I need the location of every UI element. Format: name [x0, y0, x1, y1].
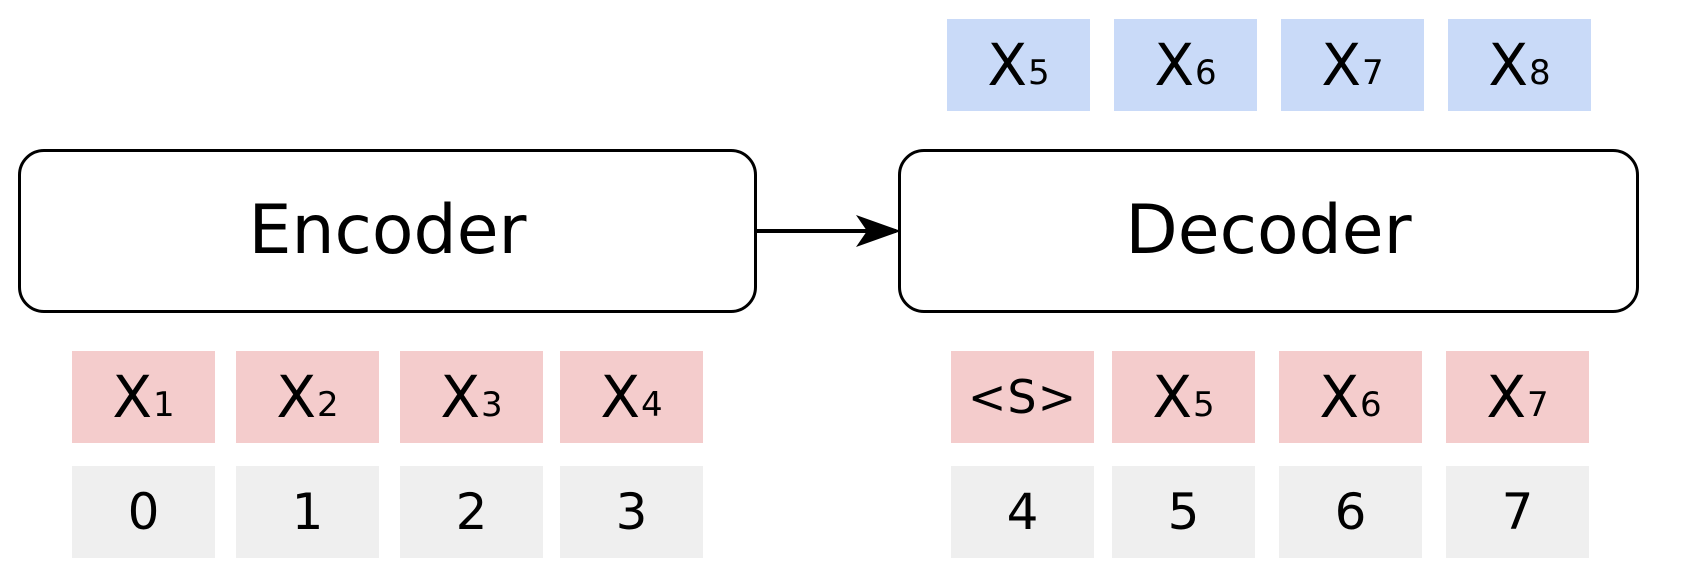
token-base: X [440, 363, 481, 431]
token-base: X [1486, 363, 1527, 431]
position-index: 7 [1446, 466, 1589, 558]
token-base: X [987, 31, 1028, 99]
token-subscript: 7 [1527, 385, 1549, 425]
token-subscript: 3 [481, 385, 503, 425]
position-index: 5 [1112, 466, 1255, 558]
position-index: 2 [400, 466, 543, 558]
token-base: X [1154, 31, 1195, 99]
token-base: X [276, 363, 317, 431]
position-index: 6 [1279, 466, 1422, 558]
encoder-to-decoder-arrow [756, 215, 901, 247]
position-index: 0 [72, 466, 215, 558]
position-row: 0 1 2 3 4 5 6 7 [0, 466, 1688, 558]
decoder-label: Decoder [1125, 191, 1412, 270]
token-subscript: 6 [1195, 53, 1217, 93]
token-subscript: 5 [1028, 53, 1050, 93]
token-subscript: 5 [1193, 385, 1215, 425]
encoder-block: Encoder [18, 149, 757, 313]
token-subscript: 2 [317, 385, 339, 425]
start-token: <S> [951, 351, 1094, 443]
token-subscript: 4 [641, 385, 663, 425]
token-subscript: 8 [1529, 53, 1551, 93]
token-base: X [1152, 363, 1193, 431]
position-index: 3 [560, 466, 703, 558]
token-subscript: 6 [1360, 385, 1382, 425]
token-base: X [1319, 363, 1360, 431]
token-base: X [1321, 31, 1362, 99]
encoder-label: Encoder [248, 191, 527, 270]
decoder-block: Decoder [898, 149, 1639, 313]
position-index: 1 [236, 466, 379, 558]
position-index: 4 [951, 466, 1094, 558]
token-base: X [112, 363, 153, 431]
token-subscript: 1 [153, 385, 175, 425]
token-subscript: 7 [1362, 53, 1384, 93]
token-base: X [1488, 31, 1529, 99]
start-token-label: <S> [967, 370, 1078, 424]
token-base: X [600, 363, 641, 431]
